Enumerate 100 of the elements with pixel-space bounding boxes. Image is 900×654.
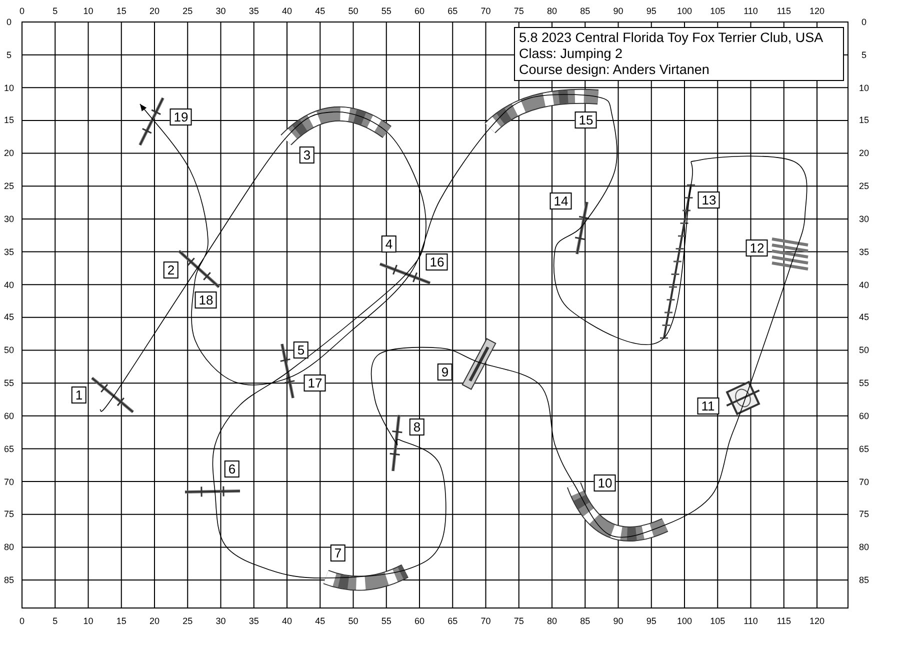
axis-tick-label: 100: [676, 6, 692, 16]
axis-tick-label: 50: [4, 345, 14, 356]
axis-tick-label: 85: [580, 616, 590, 626]
axis-tick-label: 50: [348, 616, 358, 626]
axis-tick-label: 100: [676, 616, 692, 626]
axis-tick-label: 40: [859, 280, 869, 290]
obstacle-number: 17: [304, 374, 326, 392]
axis-tick-label: 50: [859, 345, 869, 356]
axis-tick-label: 20: [150, 616, 160, 626]
axis-tick-label: 30: [859, 214, 869, 224]
axis-tick-label: 15: [116, 616, 126, 626]
axis-tick-label: 5: [52, 6, 58, 16]
axis-tick-label: 65: [448, 616, 458, 626]
axis-tick-label: 90: [613, 616, 624, 626]
axis-tick-label: 80: [547, 6, 557, 16]
class-name: Class: Jumping 2: [519, 46, 624, 62]
axis-tick-label: 0: [6, 17, 12, 27]
obstacle-number: 18: [194, 292, 218, 308]
obstacle-number: 4: [381, 236, 397, 252]
axis-tick-label: 115: [776, 6, 792, 16]
axis-tick-label: 40: [282, 616, 292, 626]
axis-tick-label: 90: [613, 6, 624, 16]
obstacle-number: 2: [163, 262, 179, 278]
axis-tick-label: 15: [116, 6, 126, 16]
axis-tick-label: 20: [150, 6, 160, 16]
axis-tick-label: 105: [710, 616, 726, 626]
axis-tick-label: 0: [20, 616, 24, 626]
obstacle-number: 6: [224, 460, 240, 478]
axis-tick-label: 20: [4, 148, 14, 158]
axis-tick-label: 30: [4, 214, 14, 224]
obstacle-number: 15: [574, 112, 598, 128]
axis-tick-label: 10: [83, 616, 94, 626]
axis-tick-label: 45: [315, 6, 326, 16]
axis-tick-label: 10: [4, 82, 14, 93]
obstacle-number: 13: [698, 192, 720, 208]
axis-tick-label: 65: [448, 6, 458, 16]
axis-tick-label: 5: [6, 50, 12, 60]
axis-tick-label: 120: [809, 616, 825, 626]
course-title: 5.8 2023 Central Florida Toy Fox Terrier Club, USA: [519, 30, 824, 46]
axis-tick-label: 105: [710, 6, 726, 16]
obstacle-number: 7: [330, 544, 346, 562]
obstacle-number: 1: [71, 386, 87, 404]
obstacle-number: 11: [697, 398, 719, 414]
axis-tick-label: 75: [4, 509, 14, 520]
axis-tick-label: 55: [381, 6, 392, 16]
axis-tick-label: 0: [20, 6, 24, 16]
axis-tick-label: 65: [4, 444, 14, 454]
axis-tick-label: 60: [414, 6, 424, 16]
obstacle-number: 10: [594, 474, 616, 492]
axis-tick-label: 30: [216, 6, 226, 16]
axis-tick-label: 30: [216, 616, 226, 626]
obstacle-number: 3: [299, 146, 315, 164]
axis-tick-label: 35: [859, 246, 869, 257]
axis-tick-label: 20: [859, 148, 869, 158]
axis-tick-label: 70: [480, 6, 491, 16]
axis-tick-label: 80: [547, 616, 557, 626]
obstacle-number: 9: [437, 364, 453, 380]
obstacle-number: 16: [426, 254, 448, 270]
axis-tick-label: 40: [4, 280, 14, 290]
axis-tick-label: 40: [282, 6, 292, 16]
axis-tick-label: 35: [4, 246, 14, 257]
axis-tick-label: 120: [809, 6, 825, 16]
info-panel: [514, 27, 844, 81]
axis-tick-label: 70: [480, 616, 491, 626]
axis-tick-label: 5: [862, 50, 866, 60]
axis-tick-label: 25: [182, 6, 193, 16]
axis-tick-label: 50: [348, 6, 358, 16]
axis-tick-label: 80: [4, 542, 14, 552]
axis-tick-label: 85: [4, 575, 14, 586]
axis-tick-label: 25: [182, 616, 193, 626]
axis-tick-label: 60: [414, 616, 424, 626]
axis-tick-label: 65: [859, 444, 869, 454]
axis-tick-label: 0: [862, 17, 866, 27]
axis-tick-label: 60: [4, 410, 14, 421]
axis-tick-label: 75: [859, 509, 869, 520]
obstacle-number: 12: [746, 240, 768, 256]
axis-tick-label: 10: [83, 6, 94, 16]
axis-tick-label: 45: [859, 312, 869, 322]
axis-tick-label: 70: [4, 476, 14, 487]
axis-tick-label: 5: [52, 616, 58, 626]
axis-tick-label: 25: [4, 181, 14, 192]
axis-tick-label: 85: [859, 575, 869, 586]
axis-tick-label: 95: [646, 616, 656, 626]
axis-tick-label: 85: [580, 6, 590, 16]
designer-credit: Course design: Anders Virtanen: [519, 62, 710, 78]
axis-tick-label: 15: [859, 115, 869, 126]
axis-tick-label: 45: [4, 312, 14, 322]
obstacle-number: 19: [170, 108, 192, 126]
axis-tick-label: 70: [859, 476, 869, 487]
axis-tick-label: 45: [315, 616, 326, 626]
axis-tick-label: 60: [859, 410, 869, 421]
axis-tick-label: 110: [744, 6, 758, 16]
axis-tick-label: 115: [776, 616, 792, 626]
obstacle-number: 8: [409, 418, 425, 436]
axis-tick-label: 80: [859, 542, 869, 552]
axis-tick-label: 75: [514, 616, 524, 626]
axis-tick-label: 55: [859, 378, 869, 388]
obstacle-number: 5: [293, 342, 309, 358]
axis-tick-label: 35: [248, 616, 259, 626]
axis-tick-label: 110: [744, 616, 758, 626]
